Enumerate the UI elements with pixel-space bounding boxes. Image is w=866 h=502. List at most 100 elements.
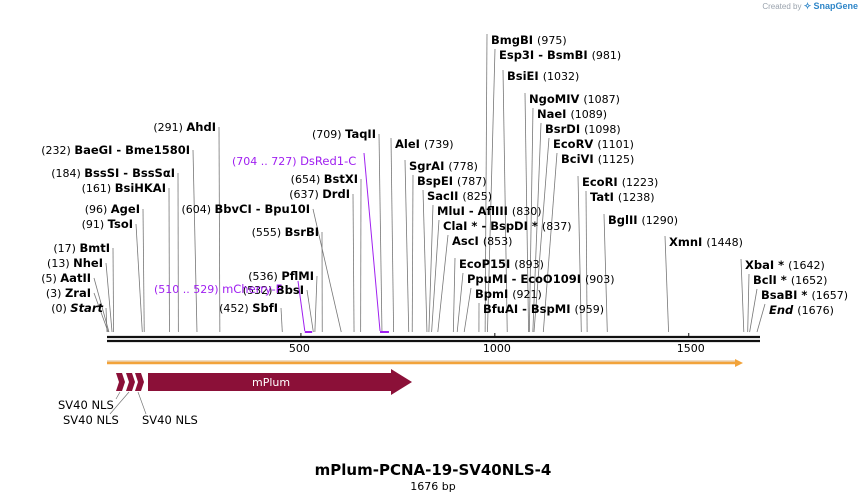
enzyme-position: (91): [82, 218, 108, 231]
enzyme-position: (739): [424, 138, 454, 151]
svg-text:(13) NheI: (13) NheI: [47, 256, 103, 270]
feature-leader: [137, 391, 147, 415]
snapgene-logo-icon: ✧: [803, 1, 812, 11]
svg-text:(654) BstXI: (654) BstXI: [291, 172, 358, 186]
enzyme-label-bmgbi: BmgBI (975): [491, 33, 567, 47]
enzyme-label-bspei: BspEI (787): [417, 174, 487, 188]
primer-mcherry-f: (510 .. 529) mCherry-F: [154, 280, 313, 333]
primer-leader: [363, 152, 381, 332]
leader-line: [93, 277, 110, 333]
enzyme-label-ecop15i: EcoP15I (893): [459, 257, 544, 271]
primer-name: DsRed1-C: [300, 154, 356, 168]
svg-text:(709) TaqII: (709) TaqII: [312, 127, 376, 141]
cds-arrow: [148, 369, 412, 395]
svg-text:NgoMIV (1087): NgoMIV (1087): [529, 92, 620, 106]
svg-text:End (1676): End (1676): [769, 303, 834, 317]
primer-name: mCherry-F: [222, 282, 282, 296]
enzyme-position: (555): [252, 226, 285, 239]
enzyme-position: (1089): [570, 108, 607, 121]
leader-line: [431, 219, 440, 333]
enzyme-name: TatI: [590, 190, 618, 204]
enzyme-name: XbaI *: [745, 258, 788, 272]
svg-text:(452) SbfI: (452) SbfI: [219, 301, 278, 315]
svg-text:(17) BmtI: (17) BmtI: [53, 241, 110, 255]
svg-text:Esp3I - BsmBI (981): Esp3I - BsmBI (981): [499, 48, 621, 62]
enzyme-label-naei: NaeI (1089): [537, 107, 607, 121]
svg-text:EcoRI (1223): EcoRI (1223): [582, 175, 658, 189]
enzyme-position: (291): [153, 121, 186, 134]
svg-text:PpuMI - EcoO109I (903): PpuMI - EcoO109I (903): [467, 272, 615, 286]
enzyme-name: EcoRI: [582, 175, 622, 189]
enzyme-position: (452): [219, 302, 252, 315]
enzyme-position: (787): [457, 175, 487, 188]
leader-line: [437, 234, 449, 333]
enzyme-name: BbsI: [276, 283, 304, 297]
feature-sv40-nls: [135, 373, 144, 391]
enzyme-name: NheI: [73, 256, 103, 270]
enzyme-position: (604): [181, 203, 214, 216]
primer-range: (704 .. 727): [232, 155, 300, 168]
enzyme-name: AgeI: [111, 202, 140, 216]
svg-text:(637) DrdI: (637) DrdI: [289, 187, 350, 201]
svg-text:XbaI * (1642): XbaI * (1642): [745, 258, 825, 272]
enzyme-position: (975): [537, 34, 567, 47]
enzyme-label-bbvci-bpu10i: (604) BbvCI - Bpu10I: [181, 202, 310, 216]
feature-label: SV40 NLS: [142, 413, 198, 427]
leader-line: [502, 69, 508, 333]
enzyme-label-agei: (96) AgeI: [85, 202, 140, 216]
leader-line: [577, 175, 582, 333]
enzyme-label-ecori: EcoRI (1223): [582, 175, 658, 189]
enzyme-label-bfuai-bspmi: BfuAI - BspMI (959): [483, 302, 604, 316]
leader-line: [218, 126, 221, 333]
enzyme-name: AleI: [395, 137, 424, 151]
leader-line: [142, 208, 145, 333]
enzyme-label-bsabi: BsaBI * (1657): [761, 288, 848, 302]
enzyme-label-bsssi-bsss-i: (184) BssSI - BssSαI: [51, 166, 175, 180]
enzyme-name: BbvCI - Bpu10I: [215, 202, 310, 216]
enzyme-position: (0): [51, 302, 70, 315]
enzyme-label-bsrdi: BsrDI (1098): [545, 122, 621, 136]
enzyme-name: BpmI: [475, 287, 512, 301]
enzyme-label-nhei: (13) NheI: [47, 256, 103, 270]
enzyme-label-bsiei: BsiEI (1032): [507, 69, 579, 83]
enzyme-position: (161): [82, 182, 115, 195]
enzyme-label-start: (0) Start: [51, 301, 103, 315]
svg-text:BglII (1290): BglII (1290): [608, 213, 678, 227]
enzyme-name: SacII: [427, 189, 462, 203]
enzyme-position: (1098): [584, 123, 621, 136]
enzyme-position: (837): [542, 220, 572, 233]
svg-text:BspEI (787): BspEI (787): [417, 174, 487, 188]
leader-line: [112, 247, 114, 333]
leader-line: [306, 289, 314, 333]
svg-text:(704 .. 727) DsRed1-C: (704 .. 727) DsRed1-C: [232, 154, 356, 168]
enzyme-name: MluI - AflIII: [437, 204, 512, 218]
svg-text:BclI * (1652): BclI * (1652): [753, 273, 827, 287]
svg-text:(91) TsoI: (91) TsoI: [82, 217, 133, 231]
enzyme-leader-lines: [93, 33, 766, 333]
enzyme-name: BspEI: [417, 174, 457, 188]
enzyme-label-bcli: BclI * (1652): [753, 273, 827, 287]
leader-line: [484, 33, 488, 333]
leader-line: [192, 149, 198, 333]
enzyme-position: (1448): [706, 236, 743, 249]
enzyme-name: BciVI: [561, 152, 598, 166]
enzyme-position: (921): [512, 288, 542, 301]
enzyme-label-ahdi: (291) AhdI: [153, 120, 216, 134]
svg-text:NaeI (1089): NaeI (1089): [537, 107, 607, 121]
enzyme-label-bmti: (17) BmtI: [53, 241, 110, 255]
leader-line: [542, 152, 558, 333]
enzyme-name: End: [769, 303, 797, 317]
leader-line: [378, 133, 383, 333]
svg-text:BfuAI - BspMI (959): BfuAI - BspMI (959): [483, 302, 604, 316]
svg-text:MluI - AflIII (830): MluI - AflIII (830): [437, 204, 542, 218]
enzyme-position: (1223): [622, 176, 659, 189]
leader-line: [404, 159, 410, 333]
enzyme-label-bsihkai: (161) BsiHKAI: [82, 181, 166, 195]
enzyme-name: BmtI: [79, 241, 110, 255]
svg-text:ClaI * - BspDI * (837): ClaI * - BspDI * (837): [443, 219, 572, 233]
leader-line: [747, 273, 750, 333]
feature-sv40-nls: [126, 373, 135, 391]
leader-line: [280, 307, 283, 333]
nls-arrow: [135, 373, 144, 391]
